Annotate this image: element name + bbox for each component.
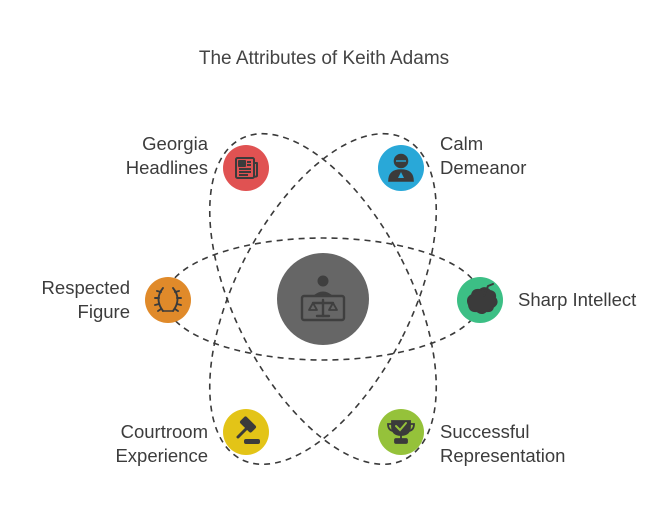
- calm-person-icon: [388, 153, 414, 182]
- diagonal-orbit-b: [208, 132, 438, 466]
- trophy-icon: [387, 420, 415, 444]
- center-node: [277, 253, 369, 345]
- gavel-icon: [236, 416, 260, 444]
- label-georgia-headlines: Georgia Headlines: [125, 133, 208, 178]
- brain-icon: [467, 283, 498, 314]
- newspaper-icon: [235, 157, 258, 179]
- node-respected-figure: [145, 277, 191, 323]
- node-sharp-intellect: [457, 277, 503, 323]
- laurel-wreath-icon: [154, 287, 182, 312]
- label-successful-representation: Successful Representation: [440, 421, 566, 466]
- diagram-title: The Attributes of Keith Adams: [198, 48, 450, 69]
- node-successful-representation: [378, 409, 424, 455]
- node-georgia-headlines: [223, 145, 269, 191]
- diagonal-orbit-a: [208, 132, 438, 466]
- label-respected-figure: Respected Figure: [41, 277, 130, 322]
- node-courtroom-experience: [223, 409, 269, 455]
- label-courtroom-experience: Courtroom Experience: [115, 421, 208, 466]
- node-calm-demeanor: [378, 145, 424, 191]
- label-sharp-intellect: Sharp Intellect: [518, 289, 637, 310]
- judge-at-bench-icon: [300, 275, 346, 322]
- label-calm-demeanor: Calm Demeanor: [440, 133, 527, 178]
